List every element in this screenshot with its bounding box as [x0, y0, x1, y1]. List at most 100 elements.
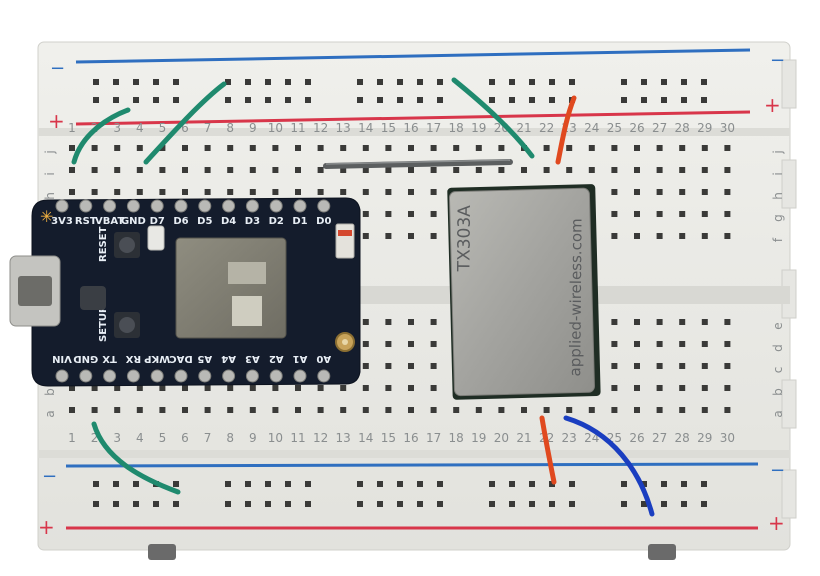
column-label: 29: [697, 431, 712, 445]
terminal-hole: [91, 385, 98, 391]
terminal-hole: [69, 145, 75, 151]
rail-hole: [549, 501, 555, 507]
terminal-hole: [430, 319, 437, 325]
terminal-hole: [272, 189, 279, 195]
rail-hole: [701, 79, 707, 85]
column-label: 18: [449, 431, 464, 445]
orange-wire: [539, 415, 557, 485]
terminal-hole: [701, 319, 708, 325]
terminal-hole: [724, 211, 731, 217]
column-label: 26: [629, 121, 644, 135]
rail-hole: [113, 481, 119, 487]
pin-label: D0: [316, 216, 331, 227]
row-label: a: [43, 410, 57, 417]
terminal-hole: [362, 407, 369, 413]
terminal-hole: [249, 407, 256, 413]
rail-hole: [377, 501, 383, 507]
column-label: 8: [226, 431, 234, 445]
terminal-hole: [611, 189, 618, 195]
terminal-hole: [430, 167, 437, 173]
terminal-hole: [634, 145, 640, 151]
column-label: 4: [136, 431, 144, 445]
terminal-hole: [227, 167, 234, 173]
pin-label: D4: [221, 216, 236, 227]
chip-label: [228, 262, 266, 284]
terminal-hole: [295, 407, 301, 413]
rail-hole: [529, 501, 535, 507]
green-wire: [143, 81, 227, 165]
terminal-hole: [182, 189, 188, 195]
rail-hole: [377, 481, 383, 487]
pin-label: WKP: [144, 353, 170, 364]
terminal-hole: [182, 167, 188, 173]
rail-hole: [245, 501, 251, 507]
rail-hole: [225, 97, 231, 103]
column-label: 17: [426, 431, 441, 445]
rail-hole: [621, 501, 627, 507]
header-pin: [317, 199, 331, 213]
terminal-hole: [317, 189, 324, 195]
rail-hole: [621, 97, 627, 103]
row-label: i: [43, 172, 57, 175]
side-clip: [781, 379, 797, 429]
terminal-hole: [340, 407, 347, 413]
rail-hole: [245, 79, 251, 85]
rail-hole: [265, 97, 271, 103]
header-pin: [103, 199, 117, 213]
column-label: 10: [268, 121, 283, 135]
green-wire: [451, 77, 535, 159]
terminal-hole: [362, 189, 369, 195]
terminal-hole: [69, 407, 75, 413]
terminal-hole: [408, 319, 414, 325]
header-pin: [198, 199, 212, 213]
terminal-hole: [295, 385, 301, 391]
rail-minus-symbol: −: [50, 58, 65, 79]
rail-hole: [113, 97, 119, 103]
terminal-hole: [656, 211, 663, 217]
terminal-hole: [249, 385, 256, 391]
column-label: 20: [494, 431, 509, 445]
column-label: 4: [136, 121, 144, 135]
rail-hole: [113, 79, 119, 85]
rail-hole: [245, 481, 251, 487]
terminal-hole: [724, 407, 731, 413]
blue-wire: [563, 415, 655, 517]
rail-hole: [489, 501, 495, 507]
terminal-hole: [566, 167, 573, 173]
rail-hole: [377, 79, 383, 85]
antenna-connector-center: [342, 339, 348, 345]
setup-label: SETUP: [98, 306, 109, 342]
column-label: 26: [629, 431, 644, 445]
terminal-hole: [724, 189, 731, 195]
column-label: 14: [358, 121, 373, 135]
terminal-hole: [679, 407, 686, 413]
terminal-hole: [498, 167, 505, 173]
terminal-hole: [430, 363, 437, 369]
terminal-hole: [272, 407, 279, 413]
column-label: 19: [471, 431, 486, 445]
green-wire: [71, 107, 131, 165]
column-label: 8: [226, 121, 234, 135]
terminal-hole: [408, 385, 414, 391]
terminal-hole: [701, 211, 708, 217]
terminal-hole: [543, 145, 550, 151]
terminal-hole: [543, 167, 550, 173]
terminal-hole: [724, 341, 731, 347]
rail-hole: [357, 79, 363, 85]
terminal-hole: [430, 407, 437, 413]
foot: [148, 544, 176, 560]
terminal-hole: [724, 233, 731, 239]
terminal-hole: [430, 145, 437, 151]
terminal-hole: [656, 145, 663, 151]
terminal-hole: [340, 189, 347, 195]
orange-wire: [555, 95, 577, 165]
bottom-blue-line: [65, 462, 759, 468]
terminal-hole: [679, 319, 686, 325]
inductor: [80, 286, 106, 310]
rail-hole: [509, 501, 515, 507]
terminal-hole: [611, 319, 618, 325]
terminal-hole: [724, 385, 731, 391]
terminal-hole: [656, 167, 663, 173]
row-label: d: [771, 344, 785, 352]
